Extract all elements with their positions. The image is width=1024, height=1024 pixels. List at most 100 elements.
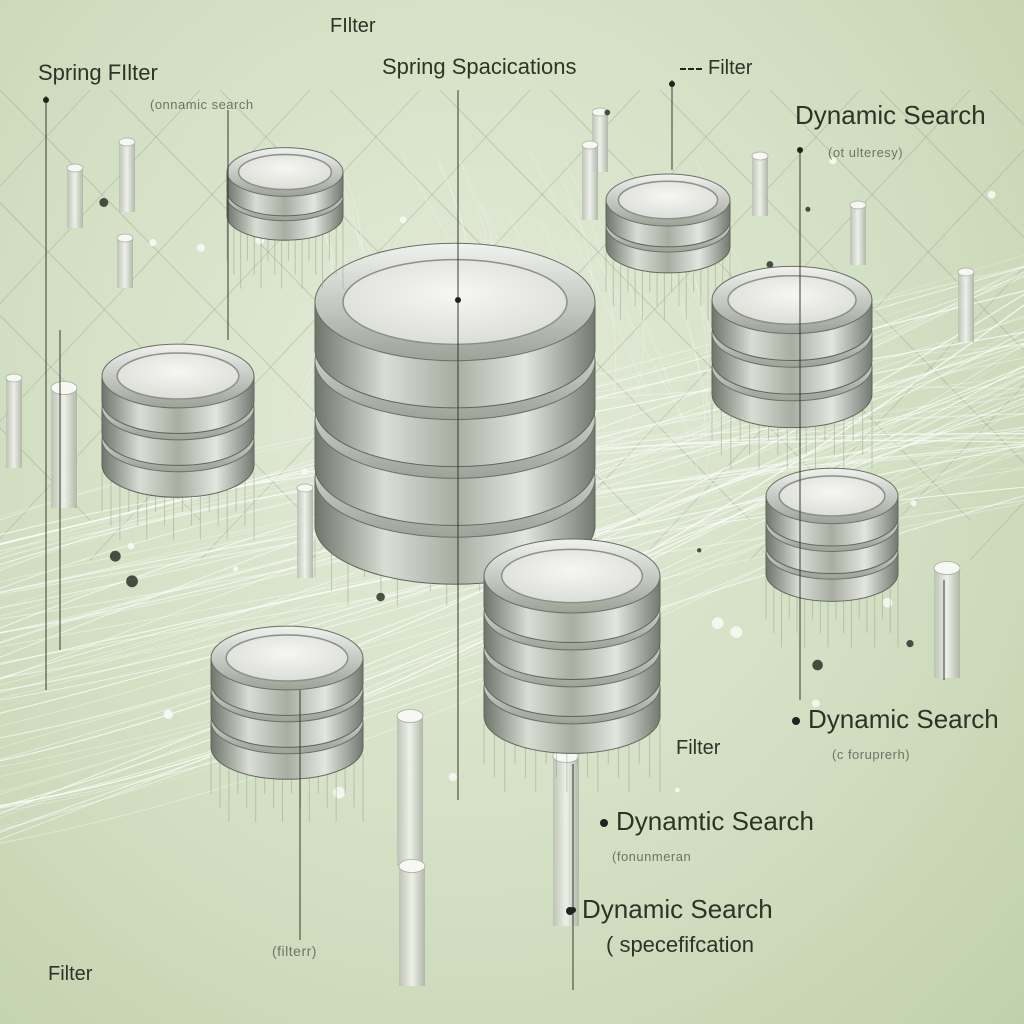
glow-dot [197, 243, 205, 252]
label-dynamic-search-mid-sub: (c foruprerh) [832, 747, 911, 762]
glow-dot [399, 216, 407, 224]
glow-dot [711, 617, 724, 629]
glow-dot [126, 575, 138, 588]
pin-cap [957, 267, 975, 277]
leader-dot [455, 297, 461, 303]
glow-dot [127, 542, 135, 550]
glow-dot [675, 787, 680, 793]
light-thread [565, 197, 695, 438]
pin-pillar [958, 272, 974, 342]
pin-cap [581, 140, 599, 150]
pin-pillar [850, 205, 866, 265]
label-dynamic-search-top: Dynamic Search [795, 100, 986, 130]
pin-pillar [117, 238, 133, 288]
database-stack [226, 147, 344, 289]
pin-cap [50, 381, 78, 395]
database-stacks [101, 147, 899, 822]
glow-dot [376, 592, 385, 602]
disc-face [342, 258, 568, 346]
bullet-dot [600, 819, 608, 828]
label-dynamic-search-bottom: Dynamic Search [566, 896, 773, 922]
grid-line [879, 89, 1024, 239]
glow-dot [109, 550, 121, 562]
pin-cap [398, 859, 426, 873]
grid-line [439, 89, 861, 521]
pin-pillar [67, 168, 83, 228]
database-stack [605, 173, 731, 321]
pin-cap [396, 709, 424, 723]
label-spring-filter: Spring FIlter [38, 60, 158, 85]
glow-dot [906, 640, 914, 648]
pin-pillar [119, 142, 135, 212]
bullet-dot [566, 907, 574, 916]
pin-pillar [297, 488, 313, 578]
disc-face [116, 352, 240, 400]
grid-line [859, 384, 1024, 561]
label-filter-mid: Filter [676, 737, 721, 759]
disc-face [617, 180, 719, 220]
database-stack [711, 265, 873, 469]
pin-cap [116, 233, 134, 243]
grid-line [0, 89, 91, 187]
disc-face [778, 475, 886, 517]
glow-dot [333, 786, 345, 799]
pin-pillar [51, 388, 77, 508]
database-stack [210, 625, 364, 822]
glow-dot [149, 239, 157, 247]
pin-cap [296, 483, 314, 493]
light-thread [0, 402, 1024, 701]
glow-dot [301, 468, 308, 475]
glow-dot [910, 500, 917, 507]
label-leader-lines [43, 80, 945, 990]
pin-cap [5, 373, 23, 383]
glow-dot [812, 659, 823, 671]
disc-face [225, 634, 349, 682]
light-thread [0, 304, 1024, 807]
label-filter-top: FIlter [330, 15, 376, 37]
glow-dot [604, 109, 611, 116]
pin-pillars [5, 107, 996, 986]
pin-pillar [6, 378, 22, 468]
light-thread [0, 376, 1024, 840]
light-thread [0, 397, 1024, 815]
label-specification: ( specefifcation [606, 932, 754, 957]
label-filter-bottom-left: Filter [48, 963, 93, 985]
glow-dot [805, 206, 811, 212]
pin-pillar [934, 568, 960, 678]
light-thread [0, 393, 1024, 761]
pin-pillar [752, 156, 768, 216]
pin-cap [118, 137, 136, 147]
light-thread [0, 366, 1024, 808]
glow-dot [448, 772, 458, 782]
label-dynamic-search-top-sub: (ot ulteresy) [828, 145, 904, 160]
database-stack [765, 467, 899, 648]
bullet-dot [792, 717, 800, 726]
light-thread [0, 343, 1024, 831]
leader-dot [669, 81, 675, 87]
pin-cap [751, 151, 769, 161]
glow-dot [987, 190, 996, 199]
label-dynamic-search-mid: Dynamic Search [792, 706, 999, 732]
database-stack [101, 343, 255, 540]
disc-face [237, 153, 333, 191]
glow-dot [99, 198, 109, 207]
pin-pillar [553, 756, 579, 926]
label-spring-specifications: Spring Spacications [382, 54, 577, 79]
light-thread [0, 374, 1024, 792]
disc-face [500, 548, 644, 604]
database-stack [314, 242, 596, 606]
light-thread [0, 380, 1024, 809]
light-thread [0, 374, 1024, 819]
glow-dot [730, 626, 743, 639]
glow-dot [882, 597, 893, 608]
light-thread [564, 160, 617, 402]
glow-dot [812, 699, 820, 708]
database-stack [483, 538, 661, 792]
glow-dot [163, 709, 173, 719]
pin-cap [66, 163, 84, 173]
pin-cap [933, 561, 961, 575]
pin-cap [849, 200, 867, 210]
disc-face [727, 275, 857, 325]
light-thread [530, 151, 649, 393]
